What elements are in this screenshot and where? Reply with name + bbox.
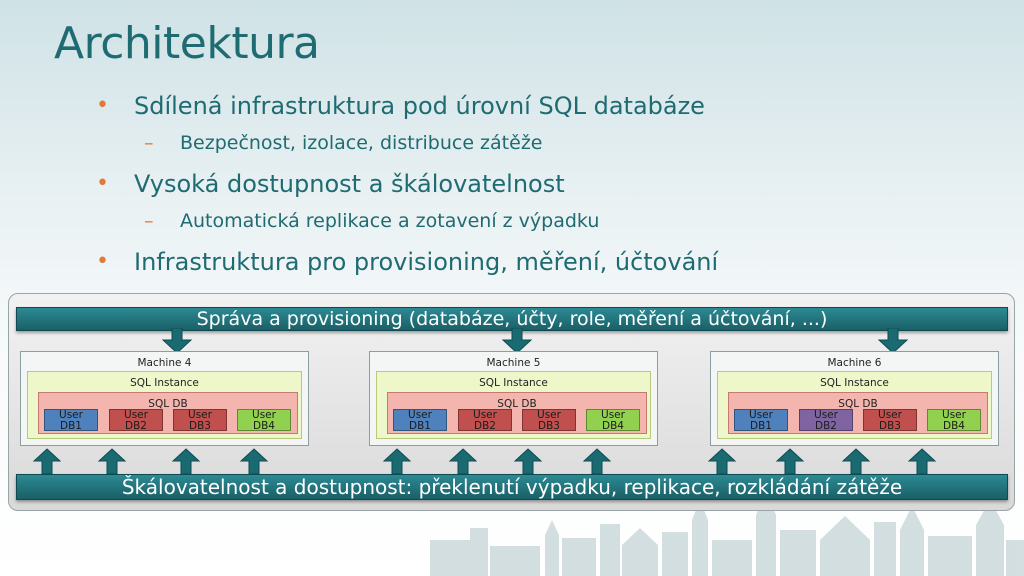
user-db-line2: DB3 [538,420,560,432]
user-db-line2: DB4 [253,420,275,432]
sql-db-label: SQL DB [838,398,878,410]
sql-db-label: SQL DB [148,398,188,410]
sub-bullet-item: – Automatická replikace a zotavení z výpa… [96,208,996,246]
up-arrow-icon [776,448,804,474]
user-db-line1: User [942,409,966,421]
user-db-line1: User [878,409,902,421]
user-db-line2: DB2 [815,420,837,432]
up-arrow-icon [240,448,268,474]
up-arrow-icon [449,448,477,474]
machine-label: Machine 5 [486,357,541,369]
slide-title: Architektura [54,18,320,69]
machine-label: Machine 4 [137,357,192,369]
user-db-line2: DB4 [943,420,965,432]
user-db-line1: User [124,409,148,421]
sub-bullet-item: – Bezpečnost, izolace, distribuce zátěže [96,130,996,168]
down-arrow-icon [162,328,192,354]
user-db-line1: User [408,409,432,421]
sub-bullet-marker: – [144,210,154,232]
up-arrow-icon [708,448,736,474]
user-db-line2: DB1 [409,420,431,432]
user-db-line2: DB3 [189,420,211,432]
bullet-item: • Infrastruktura pro provisioning, měření… [96,246,996,286]
up-arrow-icon [842,448,870,474]
up-arrow-icon [514,448,542,474]
up-arrow-icon [908,448,936,474]
bullet-text: Vysoká dostupnost a škálovatelnost [134,170,565,198]
up-arrow-icon [98,448,126,474]
sql-instance-label: SQL Instance [479,377,548,389]
bullet-marker: • [96,171,109,196]
sub-bullet-text: Bezpečnost, izolace, distribuce zátěže [180,132,543,154]
bullet-list: • Sdílená infrastruktura pod úrovní SQL d… [96,90,996,286]
user-db-line2: DB1 [750,420,772,432]
management-bar: Správa a provisioning (databáze, účty, r… [16,307,1008,331]
bullet-text: Infrastruktura pro provisioning, měření,… [134,248,719,276]
user-db-line2: DB2 [474,420,496,432]
sql-instance-label: SQL Instance [130,377,199,389]
user-db-line2: DB4 [602,420,624,432]
user-db-line2: DB1 [60,420,82,432]
bullet-marker: • [96,249,109,274]
user-db-line1: User [188,409,212,421]
up-arrow-icon [383,448,411,474]
user-db-line2: DB2 [125,420,147,432]
bullet-text: Sdílená infrastruktura pod úrovní SQL da… [134,92,705,120]
bullet-item: • Vysoká dostupnost a škálovatelnost [96,168,996,208]
machine-label: Machine 6 [827,357,882,369]
up-arrow-icon [172,448,200,474]
user-db-line1: User [59,409,83,421]
bullet-marker: • [96,93,109,118]
up-arrow-icon [33,448,61,474]
down-arrow-icon [878,328,908,354]
user-db-line1: User [814,409,838,421]
sub-bullet-marker: – [144,132,154,154]
sub-bullet-text: Automatická replikace a zotavení z výpad… [180,210,600,232]
up-arrow-icon [583,448,611,474]
sql-instance-label: SQL Instance [820,377,889,389]
user-db-line1: User [252,409,276,421]
bullet-item: • Sdílená infrastruktura pod úrovní SQL d… [96,90,996,130]
down-arrow-icon [502,328,532,354]
sql-db-label: SQL DB [497,398,537,410]
user-db-line1: User [537,409,561,421]
user-db-line1: User [473,409,497,421]
scalability-bar: Škálovatelnost a dostupnost: překlenutí … [16,474,1008,500]
user-db-line1: User [601,409,625,421]
user-db-line2: DB3 [879,420,901,432]
user-db-line1: User [749,409,773,421]
